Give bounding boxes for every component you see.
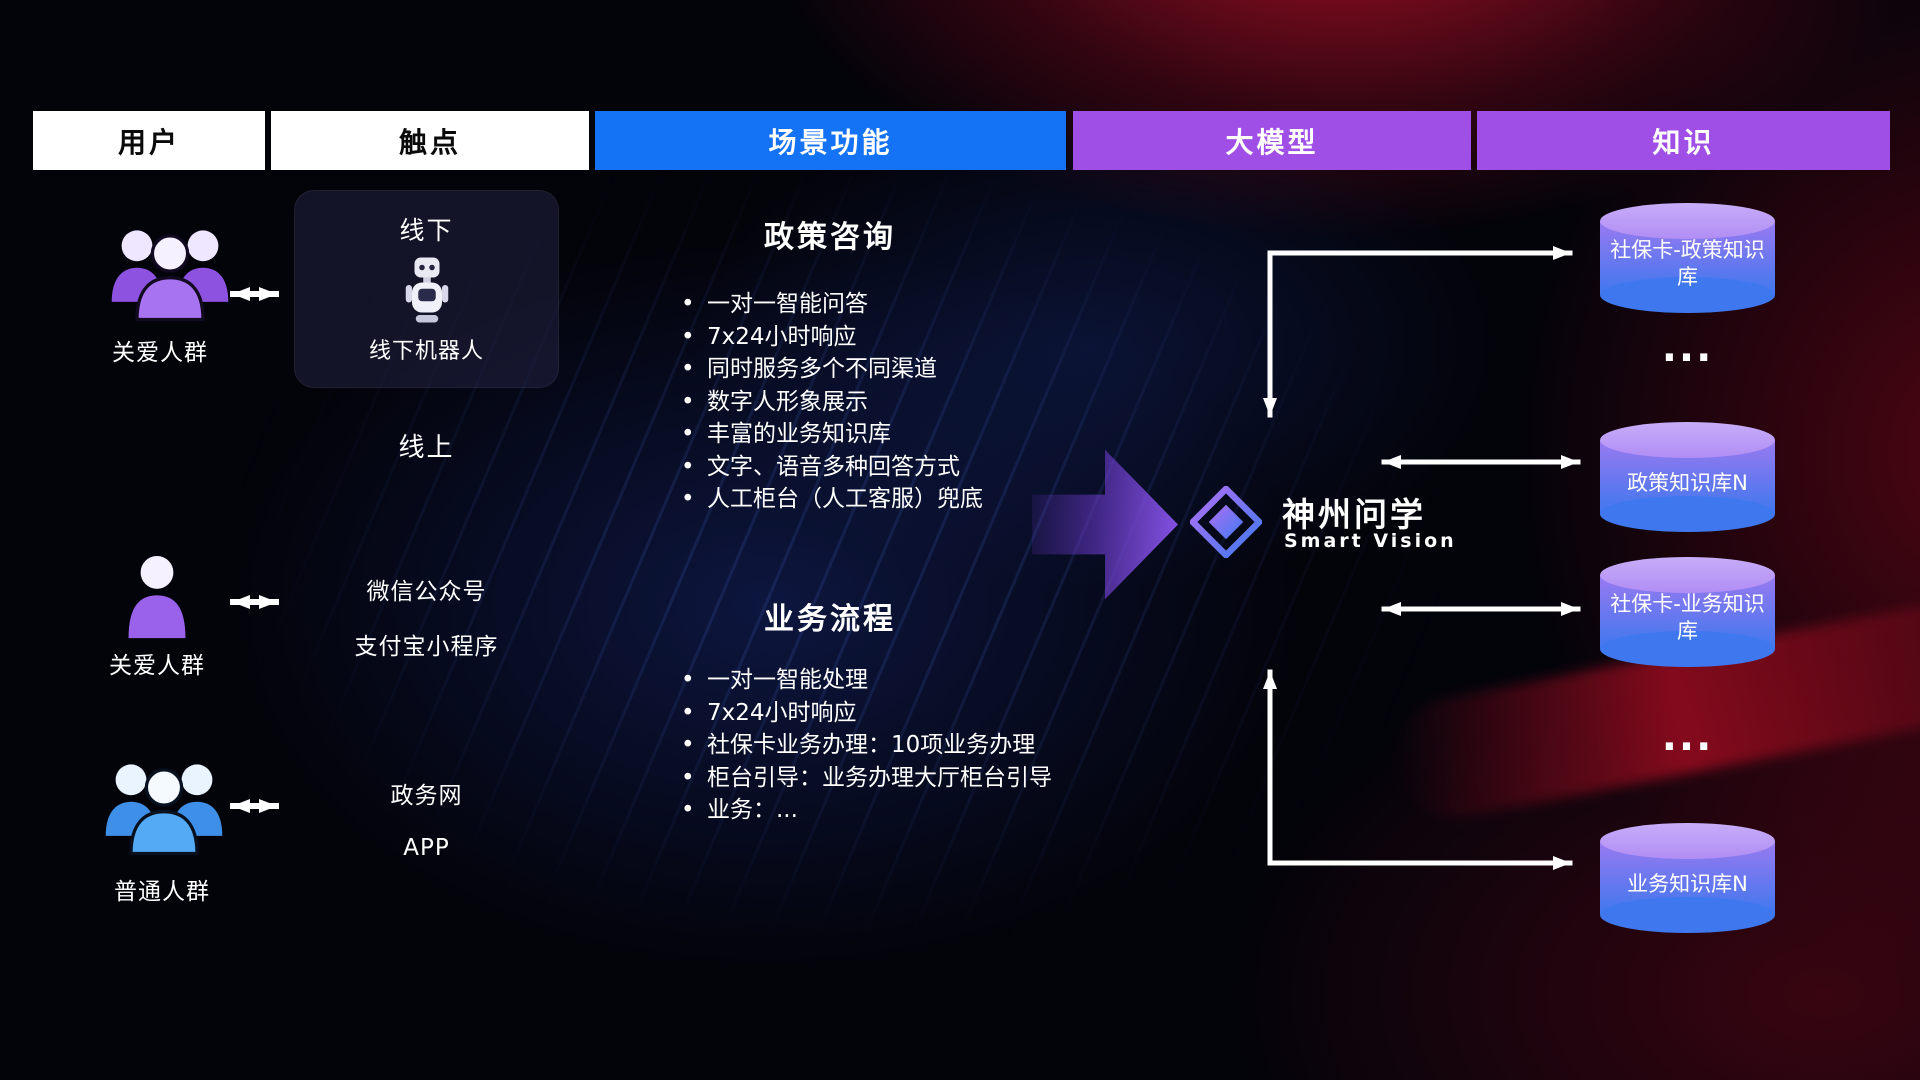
knowledge-db-sbc-business: 社保卡-业务知识库	[1600, 557, 1775, 667]
list-item: 7x24小时响应	[681, 321, 983, 354]
cylinder-bottom	[1600, 277, 1775, 313]
ellipsis-more-bottom: ...	[1661, 714, 1714, 760]
brand-subtitle: Smart Vision	[1284, 530, 1457, 552]
channel-label-wechat: 微信公众号	[366, 579, 487, 605]
group-people-icon	[111, 230, 229, 322]
channel-label-app: APP	[403, 835, 450, 861]
cylinder-bottom	[1600, 496, 1775, 532]
diamond-logo-icon	[1190, 486, 1262, 558]
group-people-icon	[105, 764, 223, 856]
list-item: 7x24小时响应	[681, 697, 1052, 730]
column-header-llm: 大模型	[1073, 111, 1471, 170]
knowledge-db-sbc-policy: 社保卡-政策知识库	[1600, 203, 1775, 313]
cylinder-bottom	[1600, 631, 1775, 667]
column-header-users: 用户	[33, 111, 265, 170]
column-header-scenario-functions: 场景功能	[595, 111, 1066, 170]
list-item: 社保卡业务办理：10项业务办理	[681, 729, 1052, 762]
cylinder-label: 社保卡-政策知识库	[1610, 238, 1765, 289]
cylinder-top	[1600, 203, 1775, 239]
flow-arrow	[1032, 449, 1178, 600]
cylinder-label: 业务知识库N	[1627, 871, 1748, 896]
offline-title: 线下	[399, 216, 454, 245]
scenario-list-business: 一对一智能处理 7x24小时响应 社保卡业务办理：10项业务办理 柜台引导：业务…	[681, 664, 1052, 827]
list-item: 丰富的业务知识库	[681, 418, 983, 451]
scenario-title-business: 业务流程	[764, 602, 896, 637]
list-item: 同时服务多个不同渠道	[681, 353, 983, 386]
cylinder-top	[1600, 422, 1775, 458]
online-title: 线上	[398, 433, 455, 463]
list-item: 业务：...	[681, 794, 1052, 827]
cylinder-label: 政策知识库N	[1627, 470, 1748, 495]
user-group-label: 关爱人群	[112, 340, 208, 366]
list-item: 数字人形象展示	[681, 386, 983, 419]
knowledge-db-business-n: 业务知识库N	[1600, 823, 1775, 933]
scenario-title-policy: 政策咨询	[764, 220, 896, 255]
knowledge-db-policy-n: 政策知识库N	[1600, 422, 1775, 532]
single-person-icon	[128, 556, 186, 639]
channel-label-gov-web: 政务网	[390, 783, 463, 809]
user-group-label: 普通人群	[114, 879, 210, 905]
cylinder-top	[1600, 557, 1775, 593]
robot-icon	[405, 257, 448, 323]
offline-robot-label: 线下机器人	[368, 339, 484, 364]
offline-touchpoint-card: 线下 线下机器人	[294, 190, 559, 388]
cylinder-bottom	[1600, 897, 1775, 933]
cylinder-label: 社保卡-业务知识库	[1610, 592, 1765, 643]
column-header-knowledge: 知识	[1477, 111, 1890, 170]
list-item: 一对一智能处理	[681, 664, 1052, 697]
brand-name: 神州问学	[1282, 495, 1426, 534]
list-item: 一对一智能问答	[681, 288, 983, 321]
ellipsis-more-top: ...	[1661, 325, 1714, 371]
channel-label-alipay: 支付宝小程序	[354, 634, 499, 660]
list-item: 文字、语音多种回答方式	[681, 451, 983, 484]
scenario-list-policy: 一对一智能问答 7x24小时响应 同时服务多个不同渠道 数字人形象展示 丰富的业…	[681, 288, 983, 516]
cylinder-top	[1600, 823, 1775, 859]
list-item: 人工柜台（人工客服）兜底	[681, 483, 983, 516]
column-header-touchpoints: 触点	[271, 111, 589, 170]
list-item: 柜台引导：业务办理大厅柜台引导	[681, 762, 1052, 795]
user-group-label: 关爱人群	[109, 653, 205, 679]
